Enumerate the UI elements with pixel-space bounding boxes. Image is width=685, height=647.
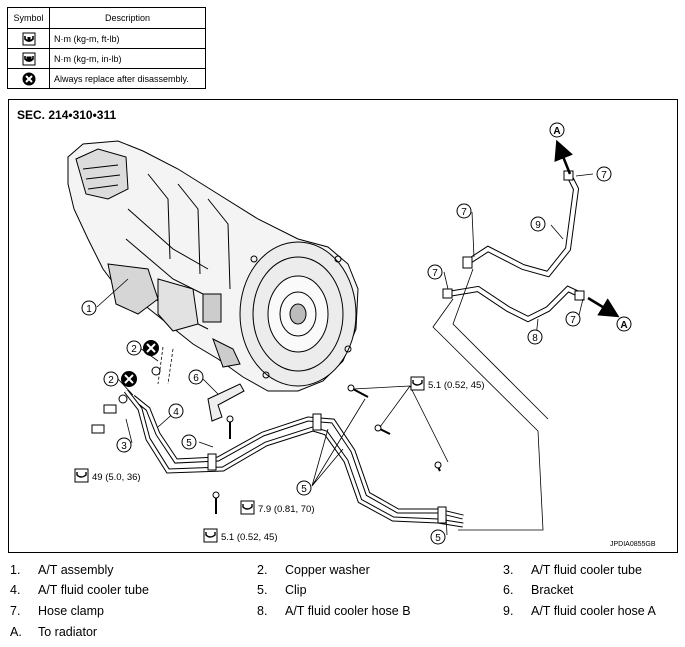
svg-text:9: 9 (535, 220, 541, 231)
list-item: 6.Bracket (503, 583, 574, 597)
svg-text:7: 7 (570, 315, 576, 326)
list-item: 1.A/T assembly (10, 563, 114, 577)
svg-text:5: 5 (435, 533, 441, 544)
svg-text:5: 5 (186, 438, 192, 449)
svg-text:4: 4 (173, 407, 179, 418)
exploded-diagram: 49 (5.0, 36) 7.9 (0.81, 70) 5.1 (0.52, 4… (67, 122, 632, 545)
callout-1: 1 (81, 300, 97, 316)
list-item: 2.Copper washer (257, 563, 370, 577)
svg-text:7: 7 (601, 170, 607, 181)
cooler-tubes (91, 346, 464, 528)
list-item: 4.A/T fluid cooler tube (10, 583, 149, 597)
callout-a: A (616, 316, 632, 332)
legend-header-symbol: Symbol (7, 7, 50, 29)
torque-wrench-small-icon (22, 52, 35, 65)
list-item: 3.A/T fluid cooler tube (503, 563, 642, 577)
callout-9: 9 (530, 216, 546, 232)
svg-text:A: A (553, 126, 560, 137)
callout-a: A (549, 122, 565, 138)
leader-lines (96, 173, 594, 536)
legend-description: N·m (kg-m, ft-lb) (49, 28, 206, 49)
svg-text:2: 2 (131, 344, 137, 355)
at-assembly (67, 140, 359, 392)
svg-text:3: 3 (121, 441, 127, 452)
callout-5: 5 (181, 434, 197, 450)
callout-7: 7 (596, 166, 612, 182)
svg-text:A: A (620, 320, 627, 331)
section-label: SEC. 214•310•311 (17, 108, 117, 122)
replace-marks (121, 340, 159, 387)
legend-row: N·m (kg-m, in-lb) (7, 48, 206, 69)
list-item: A.To radiator (10, 625, 98, 639)
svg-text:6: 6 (193, 373, 199, 384)
svg-text:7: 7 (432, 268, 438, 279)
svg-text:5: 5 (301, 484, 307, 495)
symbol-legend-table: Symbol Description N·m (kg-m, ft-lb) N·m… (7, 7, 206, 89)
svg-text:1: 1 (86, 304, 92, 315)
legend-header-description: Description (49, 7, 206, 29)
legend-description: N·m (kg-m, in-lb) (49, 48, 206, 69)
list-item: 9.A/T fluid cooler hose A (503, 604, 656, 618)
callout-6: 6 (188, 369, 204, 385)
torque-label: 49 (5.0, 36) (92, 472, 141, 483)
callout-7: 7 (565, 311, 581, 327)
svg-text:8: 8 (532, 333, 538, 344)
legend-row: N·m (kg-m, ft-lb) (7, 28, 206, 49)
callout-4: 4 (168, 403, 184, 419)
svg-text:2: 2 (108, 375, 114, 386)
callout-3: 3 (116, 437, 132, 453)
torque-label: 5.1 (0.52, 45) (428, 380, 485, 391)
list-item: 5.Clip (257, 583, 307, 597)
callout-5: 5 (430, 529, 446, 545)
callout-8: 8 (527, 329, 543, 345)
callout-2: 2 (103, 371, 119, 387)
callout-7: 7 (427, 264, 443, 280)
figure-reference-code: JPDIA0855GB (610, 541, 656, 548)
diagram-frame (8, 99, 678, 553)
callout-2: 2 (126, 340, 142, 356)
legend-row: Always replace after disassembly. (7, 68, 206, 89)
callout-7: 7 (456, 203, 472, 219)
torque-wrench-icon (22, 32, 35, 45)
torque-label: 7.9 (0.81, 70) (258, 504, 315, 515)
torque-icons (74, 376, 425, 543)
replace-icon (22, 72, 35, 85)
list-item: 8.A/T fluid cooler hose B (257, 604, 411, 618)
cooler-hoses (432, 139, 620, 531)
callout-5: 5 (296, 480, 312, 496)
svg-text:7: 7 (461, 207, 467, 218)
legend-description: Always replace after disassembly. (49, 68, 206, 89)
callouts: 1 2 2 3 4 5 5 5 6 7 7 7 7 8 9 A A (81, 122, 632, 545)
list-item: 7.Hose clamp (10, 604, 104, 618)
torque-label: 5.1 (0.52, 45) (221, 532, 278, 543)
